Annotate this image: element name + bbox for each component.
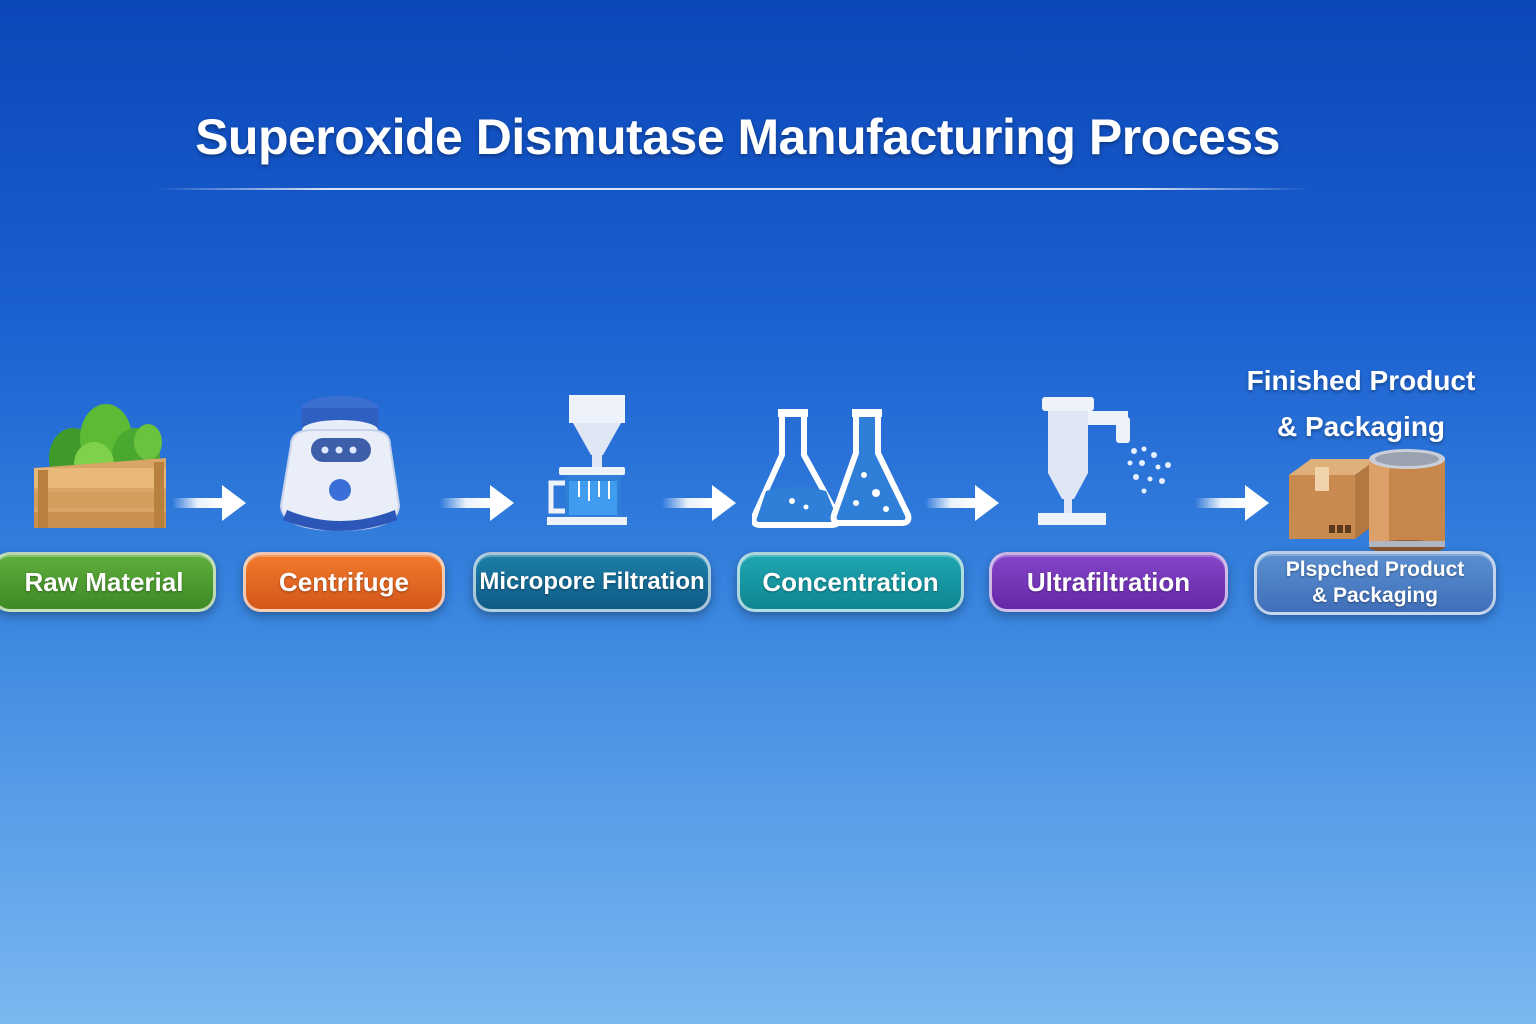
step-centrifuge: Centrifuge	[243, 552, 445, 612]
filter-funnel-icon	[547, 395, 627, 525]
title-divider	[155, 188, 1310, 190]
flow-arrow-1	[172, 485, 246, 521]
step-finished-product: Plspched Product & Packaging	[1254, 551, 1496, 615]
step-finished-label-line2: & Packaging	[1311, 584, 1439, 607]
step-raw-material: Raw Material	[0, 552, 216, 612]
flow-arrow-2	[440, 485, 514, 521]
flasks-icon	[752, 409, 912, 528]
flow-arrow-4	[925, 485, 999, 521]
spray-dryer-icon	[1038, 397, 1171, 525]
finished-product-caption: Finished Product & Packaging	[1236, 358, 1486, 450]
step-ultrafiltration: Ultrafiltration	[989, 552, 1228, 612]
step-micropore-filtration: Micropore Filtration	[473, 552, 711, 612]
step-finished-label-line1: Plspched Product	[1285, 558, 1465, 581]
centrifuge-icon	[279, 396, 401, 532]
step-concentration: Concentration	[737, 552, 964, 612]
page-title: Superoxide Dismutase Manufacturing Proce…	[195, 109, 1280, 165]
flow-arrow-5	[1195, 485, 1269, 521]
caption-line1: Finished Product	[1246, 365, 1476, 396]
caption-line2: & Packaging	[1276, 411, 1446, 442]
flow-arrow-3	[662, 485, 736, 521]
box-and-drum-icon	[1289, 449, 1445, 554]
vegetable-crate-icon	[34, 404, 166, 528]
